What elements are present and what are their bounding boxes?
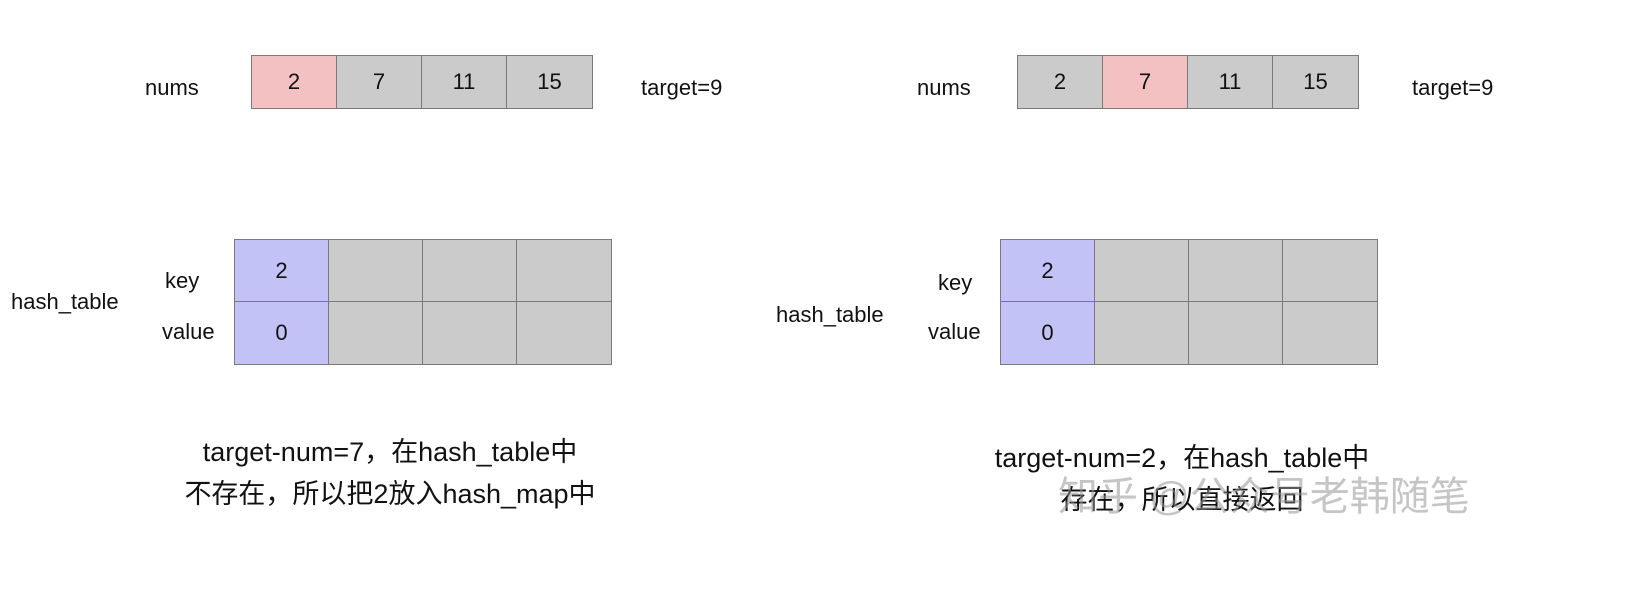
nums-cell: 11 [422,56,507,108]
nums-array: 2 7 11 15 [1017,55,1359,109]
nums-cell: 2 [252,56,337,108]
caption-line-2: 存在，所以直接返回 [1060,485,1304,515]
caption: target-num=2，在hash_table中 存在，所以直接返回 [932,437,1432,521]
hash-value-cell [423,302,517,364]
key-row-label: key [938,270,973,295]
diagram-panel-right: nums 2 7 11 15 target=9 hash_table key v… [776,0,1644,592]
hash-value-cell [1283,302,1377,364]
nums-cell: 7 [1103,56,1188,108]
hash-key-cell [1095,240,1189,302]
nums-array: 2 7 11 15 [251,55,593,109]
hash-table-label: hash_table [11,289,119,314]
value-row-label: value [928,319,981,344]
caption: target-num=7，在hash_table中 不存在，所以把2放入hash… [150,431,630,515]
key-row-label: key [165,268,200,293]
hash-key-cell [517,240,611,302]
nums-label: nums [917,75,971,100]
hash-table-grid: 2 0 [1000,239,1378,365]
hash-key-cell [1189,240,1283,302]
hash-key-cell [329,240,423,302]
nums-cell: 11 [1188,56,1273,108]
hash-value-cell [329,302,423,364]
hash-table-label: hash_table [776,302,884,327]
value-row-label: value [162,319,215,344]
hash-key-cell: 2 [235,240,329,302]
hash-value-cell [1189,302,1283,364]
diagram-panel-left: nums 2 7 11 15 target=9 hash_table key v… [11,55,723,515]
hash-key-cell: 2 [1001,240,1095,302]
hash-value-cell [517,302,611,364]
nums-cell: 7 [337,56,422,108]
hash-key-cell [1283,240,1377,302]
nums-cell: 15 [507,56,592,108]
hash-value-cell: 0 [1001,302,1095,364]
hash-key-cell [423,240,517,302]
nums-cell: 15 [1273,56,1358,108]
target-label: target=9 [1412,75,1494,100]
hash-table-grid: 2 0 [234,239,612,365]
caption-line-1: target-num=2，在hash_table中 [994,443,1370,473]
nums-label: nums [145,75,199,100]
caption-line-1: target-num=7，在hash_table中 [202,437,578,467]
caption-line-2: 不存在，所以把2放入hash_map中 [184,479,596,509]
hash-value-cell [1095,302,1189,364]
target-label: target=9 [641,75,723,100]
hash-value-cell: 0 [235,302,329,364]
nums-cell: 2 [1018,56,1103,108]
